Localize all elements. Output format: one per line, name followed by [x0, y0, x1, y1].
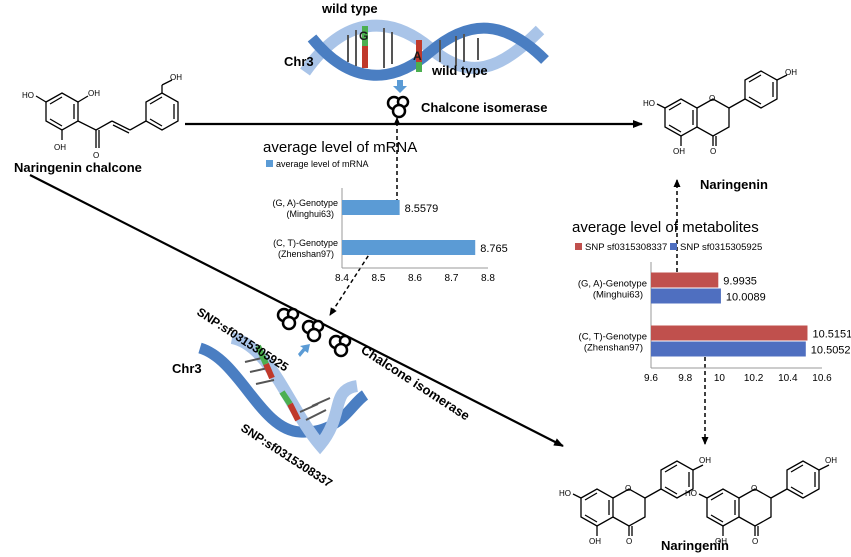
mrna-legend-label: average level of mRNA [276, 159, 369, 169]
svg-text:O: O [751, 484, 757, 493]
svg-text:HO: HO [643, 99, 655, 108]
mrna-x-tick-label: 8.8 [481, 273, 495, 284]
svg-text:HO: HO [559, 489, 571, 498]
svg-text:OH: OH [785, 68, 797, 77]
mrna-category-label: (C, T)-Genotype [273, 238, 338, 248]
naringenin-chalcone-structure [35, 79, 179, 148]
metabolites-data-label: 9.9935 [723, 276, 757, 288]
metabolites-x-tick-label: 9.8 [678, 373, 692, 384]
svg-text:O: O [709, 94, 715, 103]
metabolites-data-label: 10.5052 [811, 345, 851, 357]
svg-text:O: O [625, 484, 631, 493]
dashed-arrow-mrna-down [329, 249, 373, 316]
chalcone-atom-labels: HO OH OH O OH [22, 73, 182, 160]
dna-base-a: A [413, 49, 422, 63]
mrna-bar [342, 200, 400, 215]
svg-text:O: O [626, 537, 632, 546]
snp1-label: SNP:sf0315305925 [194, 305, 291, 375]
mrna-legend-swatch [266, 160, 273, 167]
mrna-category-label: (G, A)-Genotype [272, 198, 338, 208]
top-wild-type-label-1: wild type [321, 1, 378, 16]
metabolites-legend-swatch-1 [575, 243, 582, 250]
svg-text:HO: HO [22, 91, 34, 100]
mrna-data-label: 8.5579 [405, 203, 439, 215]
svg-text:O: O [710, 147, 716, 156]
mrna-x-tick-label: 8.5 [372, 273, 386, 284]
enzyme-icon [301, 319, 325, 343]
metabolites-x-tick-label: 10.2 [744, 373, 764, 384]
svg-text:OH: OH [170, 73, 182, 82]
mrna-bar-chart: average level of mRNA average level of m… [263, 139, 508, 284]
mrna-data-label: 8.765 [480, 243, 508, 255]
metabolites-category-label: (C, T)-Genotype [579, 332, 647, 343]
top-dna-helix: G A [300, 19, 549, 81]
mrna-category-sublabel: (Zhenshan97) [278, 249, 334, 259]
mrna-category-sublabel: (Minghui63) [286, 209, 334, 219]
bottom-chr3-label: Chr3 [172, 361, 202, 376]
naringenin-structure-top: HO O OH O OH [643, 68, 797, 156]
product-label-top: Naringenin [700, 177, 768, 192]
mrna-x-tick-label: 8.4 [335, 273, 349, 284]
svg-text:OH: OH [673, 147, 685, 156]
substrate-label: Naringenin chalcone [14, 160, 142, 175]
naringenin-structure-bottom-2: HO O OH O OH [685, 456, 837, 546]
mrna-x-tick-label: 8.6 [408, 273, 422, 284]
enzyme-icon-group-bottom [276, 307, 352, 358]
metabolites-x-tick-label: 10.4 [778, 373, 798, 384]
svg-text:OH: OH [699, 456, 711, 465]
metabolites-x-tick-label: 10.6 [812, 373, 832, 384]
metabolites-category-label: (G, A)-Genotype [578, 279, 647, 290]
svg-text:OH: OH [88, 89, 100, 98]
metabolites-legend-swatch-2 [670, 243, 677, 250]
metabolites-legend-label-1: SNP sf0315308337 [585, 242, 667, 253]
svg-text:OH: OH [715, 537, 727, 546]
enzyme-label-top: Chalcone isomerase [421, 100, 547, 115]
top-wild-type-label-2: wild type [431, 63, 488, 78]
dna-base-g: G [359, 29, 368, 43]
metabolites-bar [651, 325, 808, 341]
metabolites-bar [651, 288, 721, 304]
enzyme-icon [386, 95, 410, 119]
metabolites-bar [651, 341, 806, 357]
enzyme-icon [276, 307, 300, 331]
mrna-chart-title: average level of mRNA [263, 139, 417, 156]
metabolites-bar-chart: average level of metabolites SNP sf03153… [572, 219, 851, 384]
product-label-bottom: Naringenin [661, 538, 729, 553]
expression-arrow-bottom [298, 344, 310, 357]
metabolites-x-tick-label: 10 [714, 373, 726, 384]
metabolites-category-sublabel: (Minghui63) [593, 290, 643, 301]
metabolites-data-label: 10.5151 [812, 329, 851, 341]
svg-text:HO: HO [685, 489, 697, 498]
svg-text:OH: OH [589, 537, 601, 546]
enzyme-icon [328, 334, 352, 358]
metabolites-category-sublabel: (Zhenshan97) [584, 343, 643, 354]
metabolites-x-tick-label: 9.6 [644, 373, 658, 384]
top-chr3-label: Chr3 [284, 54, 314, 69]
enzyme-label-bottom: Chalcone isomerase [358, 342, 472, 423]
metabolites-legend-label-2: SNP sf0315305925 [680, 242, 762, 253]
bottom-dna-helix [197, 332, 369, 455]
svg-text:O: O [752, 537, 758, 546]
svg-text:OH: OH [54, 143, 66, 152]
metabolites-data-label: 10.0089 [726, 292, 766, 304]
svg-text:O: O [93, 151, 99, 160]
metabolites-bar [651, 272, 719, 288]
svg-text:OH: OH [825, 456, 837, 465]
naringenin-structure-bottom-1: HO O OH O OH [559, 456, 711, 546]
metabolites-chart-title: average level of metabolites [572, 219, 759, 236]
expression-arrow-top [393, 80, 407, 93]
mrna-x-tick-label: 8.7 [445, 273, 459, 284]
mrna-bar [342, 240, 476, 255]
